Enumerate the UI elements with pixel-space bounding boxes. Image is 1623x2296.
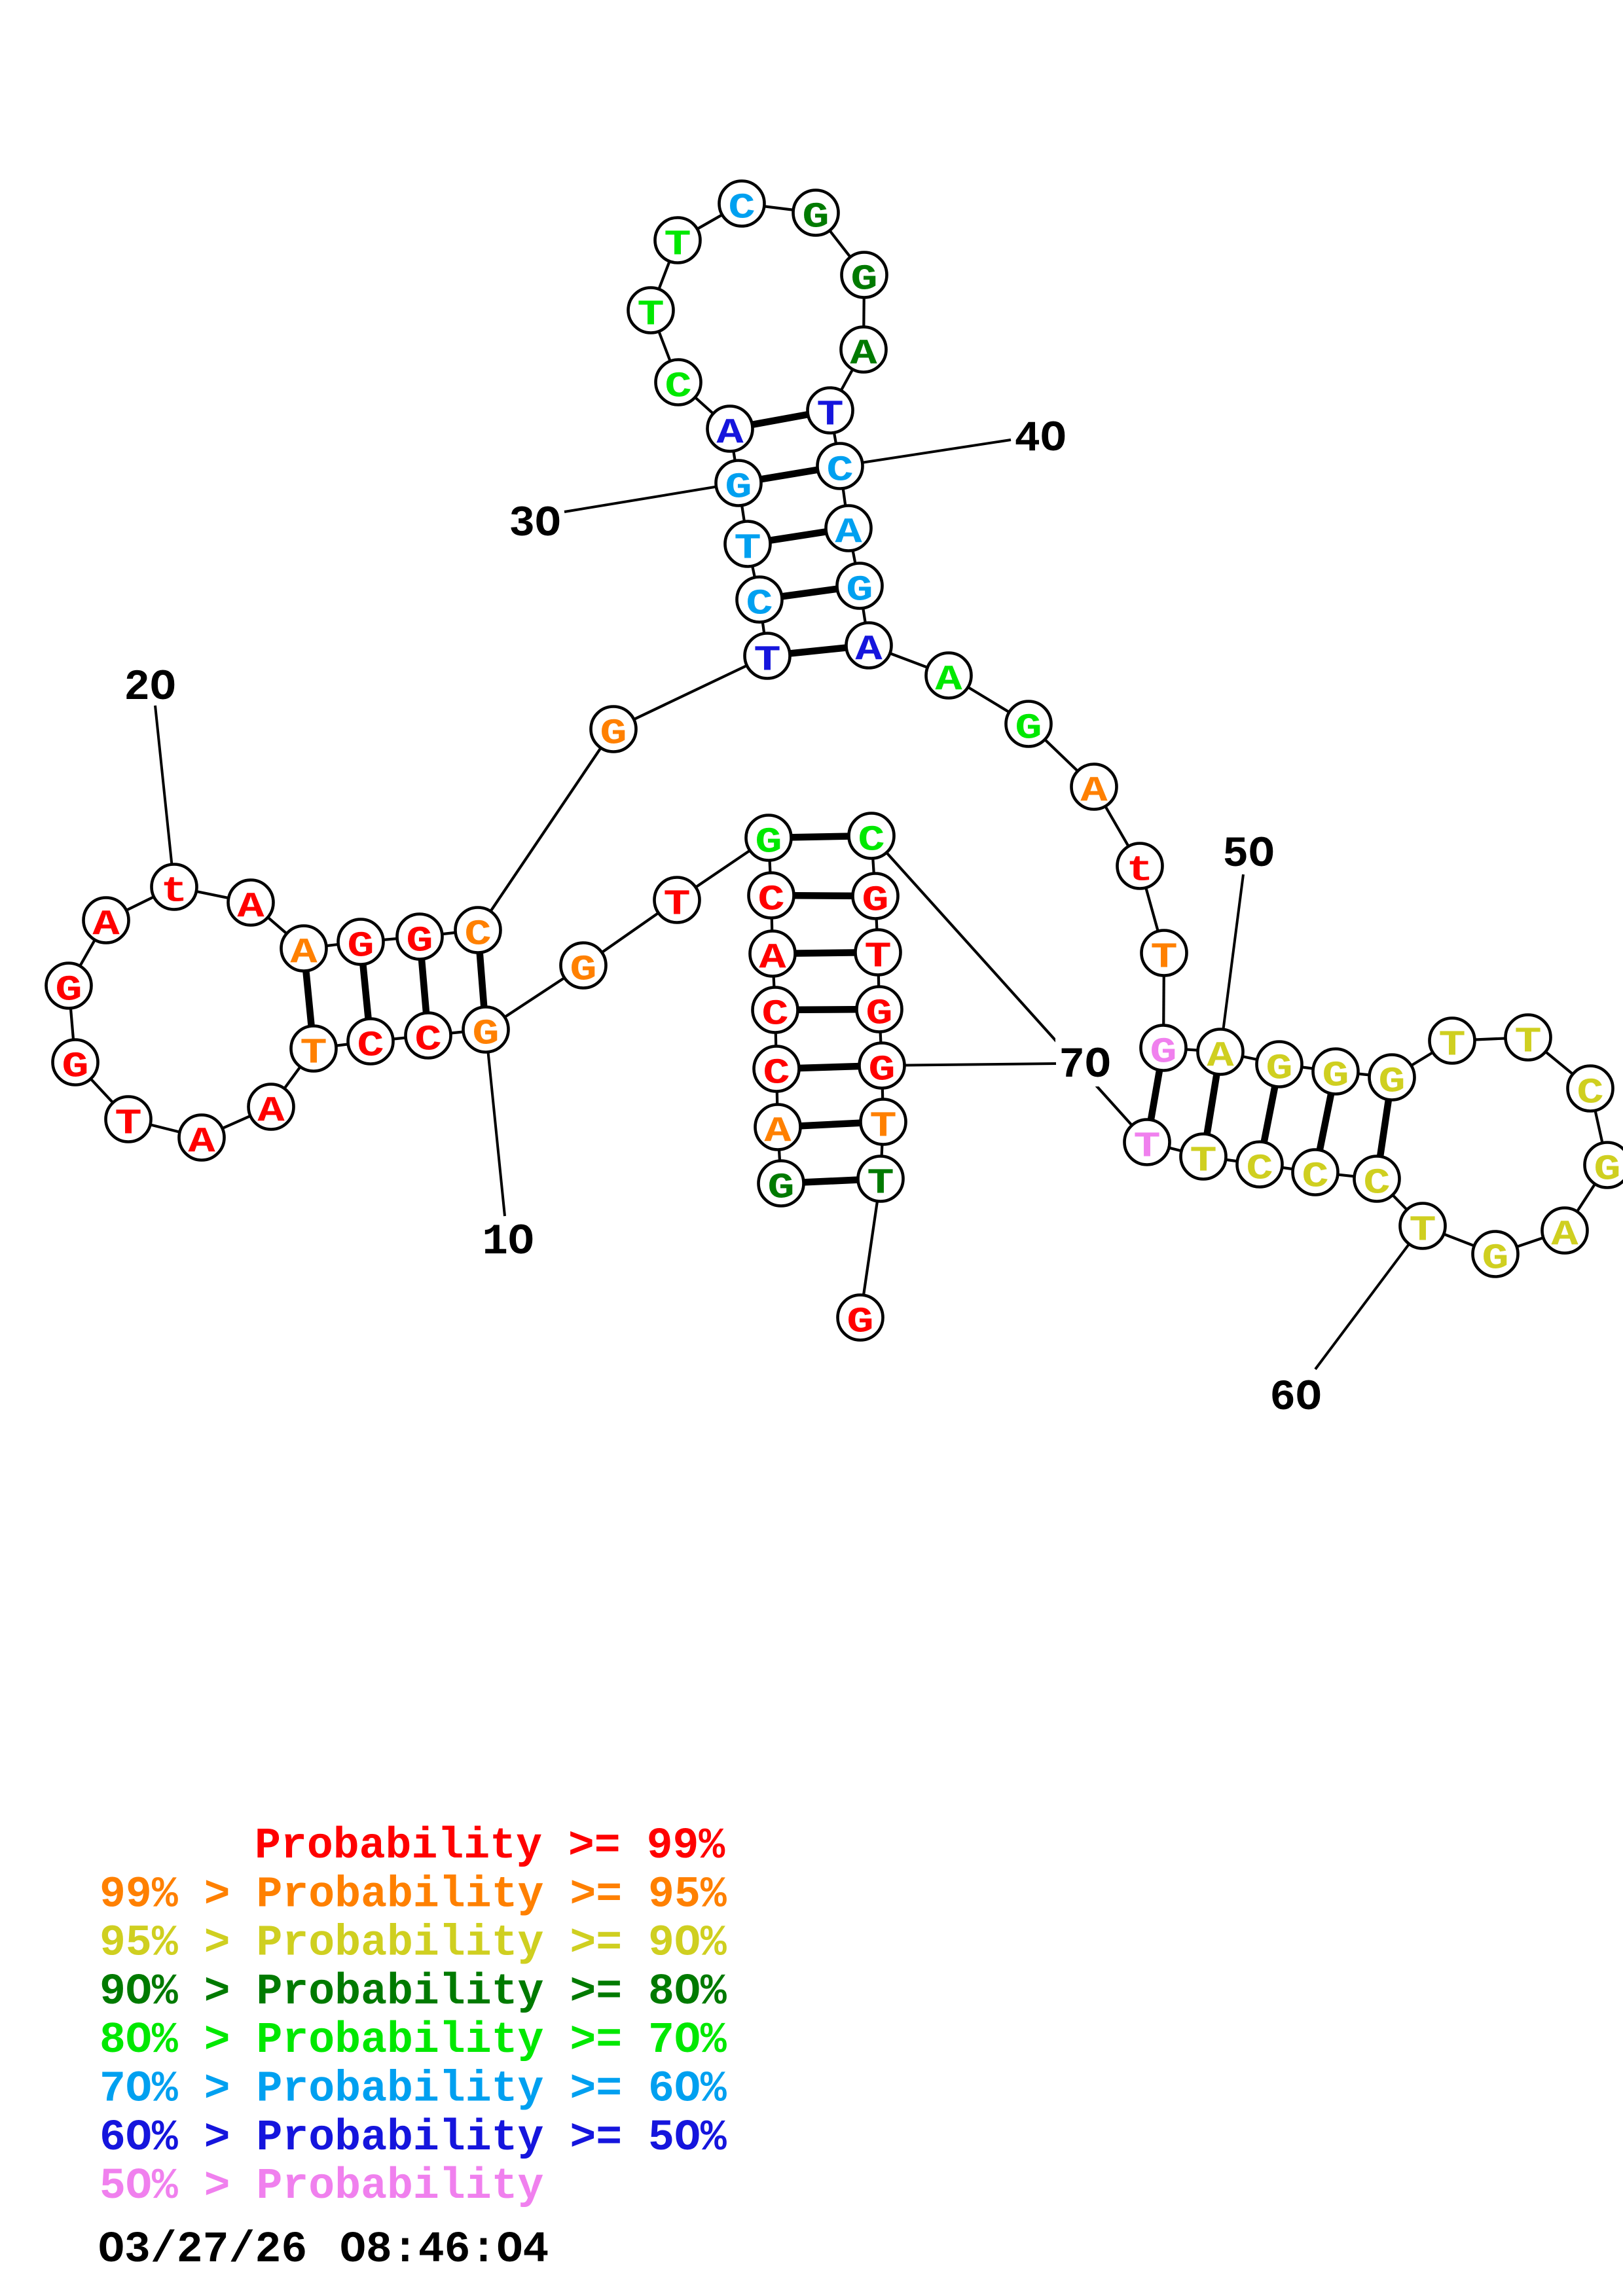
svg-text:T: T [754,640,780,681]
svg-text:C: C [665,367,691,408]
svg-text:Probability >= 99%: Probability >= 99% [255,1821,725,1871]
svg-text:9O% > Probability >= 8O%: 9O% > Probability >= 8O% [100,1967,727,2017]
svg-text:C: C [464,914,491,956]
svg-text:O8:46:O4: O8:46:O4 [340,2225,549,2274]
svg-text:T: T [816,395,843,436]
svg-text:A: A [716,413,744,454]
svg-text:T: T [663,884,690,925]
svg-text:T: T [1409,1210,1436,1251]
svg-text:6O% > Probability >= 5O%: 6O% > Probability >= 5O% [100,2113,727,2162]
svg-text:G: G [1482,1238,1508,1280]
svg-text:A: A [1080,771,1108,812]
svg-text:A: A [237,887,264,928]
svg-text:G: G [725,467,752,509]
svg-text:99% > Probability >= 95%: 99% > Probability >= 95% [100,1870,727,1919]
svg-text:G: G [1015,708,1042,749]
svg-text:T: T [869,1106,896,1147]
svg-text:G: G [472,1014,499,1055]
svg-text:5O: 5O [1222,830,1274,879]
svg-text:G: G [600,713,627,755]
svg-text:O3/27/26: O3/27/26 [98,2225,307,2274]
svg-text:G: G [1378,1062,1405,1103]
svg-text:T: T [1190,1141,1216,1182]
svg-text:G: G [1594,1149,1620,1191]
svg-text:C: C [763,1053,790,1094]
svg-text:C: C [1302,1157,1328,1198]
svg-text:A: A [835,512,862,554]
svg-text:G: G [570,950,596,991]
svg-text:C: C [757,880,784,921]
svg-text:T: T [300,1033,327,1074]
svg-text:G: G [55,970,82,1011]
svg-text:G: G [802,197,829,238]
svg-text:4O: 4O [1014,414,1066,463]
svg-text:C: C [357,1026,384,1067]
svg-text:7O: 7O [1059,1041,1110,1090]
svg-text:C: C [826,450,853,492]
svg-text:t: t [1126,850,1153,891]
svg-text:A: A [1551,1215,1578,1256]
svg-text:T: T [867,1163,894,1204]
svg-text:C: C [746,584,773,625]
svg-text:T: T [734,528,761,569]
svg-text:C: C [858,820,884,861]
svg-text:C: C [414,1020,441,1061]
svg-text:C: C [1246,1149,1273,1190]
svg-text:A: A [935,660,962,701]
svg-text:3O: 3O [509,499,560,548]
svg-text:G: G [868,1050,895,1091]
svg-text:8O% > Probability >= 7O%: 8O% > Probability >= 7O% [100,2016,727,2065]
svg-text:T: T [115,1103,141,1145]
svg-text:C: C [1577,1073,1603,1114]
svg-text:G: G [866,994,892,1035]
svg-text:A: A [290,933,318,974]
svg-text:G: G [846,570,873,611]
svg-text:T: T [1514,1022,1541,1063]
svg-text:A: A [1207,1036,1234,1077]
svg-text:A: A [92,905,120,946]
svg-text:T: T [637,295,664,336]
svg-text:t: t [160,871,187,912]
svg-text:G: G [62,1047,88,1088]
svg-text:G: G [755,822,782,863]
svg-text:5O% > Probability: 5O% > Probability [100,2162,543,2211]
svg-text:A: A [764,1111,792,1153]
svg-text:A: A [759,938,786,979]
svg-text:A: A [257,1091,285,1132]
svg-text:G: G [1266,1049,1292,1090]
svg-text:1O: 1O [482,1217,534,1266]
svg-text:T: T [664,224,691,266]
svg-text:C: C [728,188,755,229]
svg-text:C: C [1363,1163,1390,1204]
svg-text:A: A [188,1122,215,1163]
svg-text:2O: 2O [124,663,175,712]
svg-text:T: T [864,937,891,978]
svg-text:G: G [1150,1032,1176,1073]
svg-text:G: G [850,259,877,300]
svg-text:G: G [347,926,374,967]
svg-text:95% > Probability >= 9O%: 95% > Probability >= 9O% [100,1919,727,1968]
svg-text:C: C [761,994,788,1035]
svg-text:G: G [862,880,888,922]
svg-text:G: G [767,1168,794,1209]
svg-text:G: G [847,1302,873,1343]
svg-text:T: T [1133,1126,1160,1168]
svg-text:A: A [850,334,877,375]
svg-text:G: G [1322,1056,1349,1097]
svg-text:G: G [406,921,433,962]
svg-text:A: A [855,630,883,671]
svg-text:T: T [1150,937,1177,978]
svg-text:6O: 6O [1269,1373,1321,1422]
svg-text:T: T [1438,1025,1465,1066]
svg-text:7O% > Probability >= 6O%: 7O% > Probability >= 6O% [100,2065,727,2114]
